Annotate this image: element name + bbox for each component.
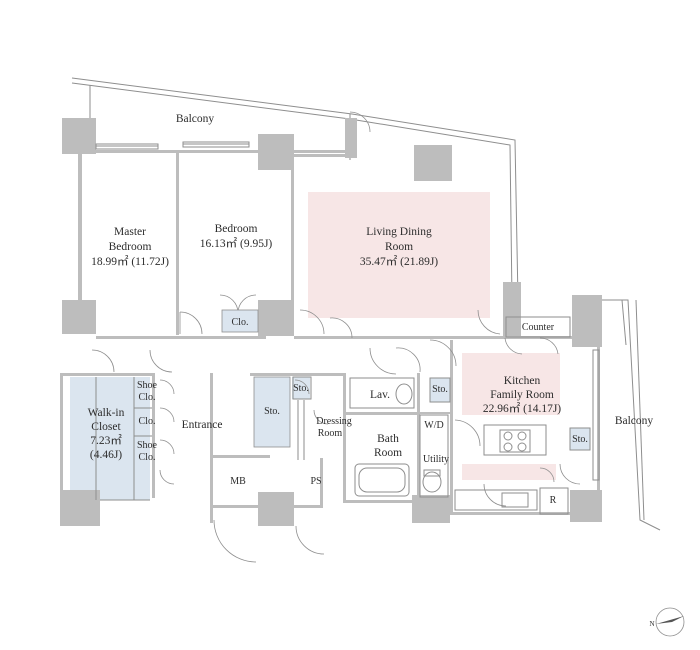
svg-text:Clo.: Clo. (139, 452, 156, 463)
ps-label: PS (310, 476, 321, 487)
svg-text:7.23㎡: 7.23㎡ (90, 434, 122, 447)
shoe-clo-top-label: Shoe Clo. (137, 380, 158, 403)
balcony-right-railing (592, 299, 661, 531)
walk-in-closet-label: Walk-in Closet 7.23㎡ (4.46J) (88, 407, 125, 461)
sto-kitchen-zone (570, 428, 590, 450)
lav-label: Lav. (370, 389, 390, 401)
kitchen-family-label: Kitchen Family Room 22.96㎡ (14.17J) (483, 375, 561, 415)
master-bedroom-label: Master Bedroom 18.99㎡ (11.72J) (91, 226, 169, 268)
compass-label: N (649, 620, 654, 628)
shoe-clo-bottom-label: Shoe Clo. (137, 440, 158, 463)
svg-text:Living Dining: Living Dining (366, 226, 432, 238)
svg-text:35.47㎡ (21.89J): 35.47㎡ (21.89J) (360, 255, 438, 268)
compass-icon: N (649, 607, 685, 637)
svg-text:22.96㎡ (14.17J): 22.96㎡ (14.17J) (483, 402, 561, 415)
svg-text:Dressing: Dressing (316, 416, 352, 427)
bath-room-label: Bath Room (374, 433, 402, 459)
svg-text:Room: Room (385, 241, 413, 253)
svg-text:Shoe: Shoe (137, 440, 158, 451)
fixtures (95, 309, 591, 515)
living-dining-zone (308, 192, 490, 318)
sto-kitchen-label: Sto. (572, 434, 588, 445)
sto-toilet-zone (430, 378, 450, 402)
utility-label: Utility (423, 454, 449, 465)
sto-entrance-label: Sto. (293, 383, 309, 394)
clo-bedroom-label: Clo. (232, 317, 249, 328)
windows-top (95, 141, 250, 150)
entrance-label: Entrance (182, 419, 223, 431)
svg-text:Bedroom: Bedroom (109, 241, 152, 253)
balcony-right-label: Balcony (615, 415, 654, 427)
svg-text:Bath: Bath (377, 433, 399, 445)
clo-mid-label: Clo. (139, 416, 156, 427)
svg-text:Closet: Closet (91, 421, 121, 433)
svg-text:Bedroom: Bedroom (215, 223, 258, 235)
sto-toilet-label: Sto. (432, 384, 448, 395)
svg-text:Clo.: Clo. (139, 392, 156, 403)
svg-text:Room: Room (374, 447, 402, 459)
sto-hall-label: Sto. (264, 406, 280, 417)
svg-text:(4.46J): (4.46J) (90, 449, 122, 461)
bedroom-label: Bedroom 16.13㎡ (9.95J) (200, 223, 273, 250)
svg-text:Kitchen: Kitchen (504, 375, 541, 387)
svg-text:Shoe: Shoe (137, 380, 158, 391)
wd-label: W/D (424, 420, 443, 431)
walls (60, 118, 602, 526)
svg-text:18.99㎡ (11.72J): 18.99㎡ (11.72J) (91, 255, 169, 268)
doors (91, 111, 581, 563)
r-label: R (550, 495, 557, 506)
dressing-room-label: Dressing Room (316, 416, 352, 439)
svg-text:16.13㎡ (9.95J): 16.13㎡ (9.95J) (200, 237, 273, 250)
walk-in-closet-zone (70, 377, 150, 500)
svg-text:Family Room: Family Room (490, 389, 554, 401)
balcony-top-label: Balcony (176, 113, 215, 125)
counter-label: Counter (522, 322, 555, 333)
kitchen-zone-lower (462, 464, 556, 480)
svg-text:Master: Master (114, 226, 146, 238)
living-dining-label: Living Dining Room 35.47㎡ (21.89J) (360, 226, 438, 268)
kitchen-family-zone (462, 353, 560, 415)
sto-entrance-zone (292, 377, 310, 399)
svg-text:Walk-in: Walk-in (88, 407, 125, 419)
mb-label: MB (230, 476, 246, 487)
svg-text:Room: Room (318, 428, 343, 439)
